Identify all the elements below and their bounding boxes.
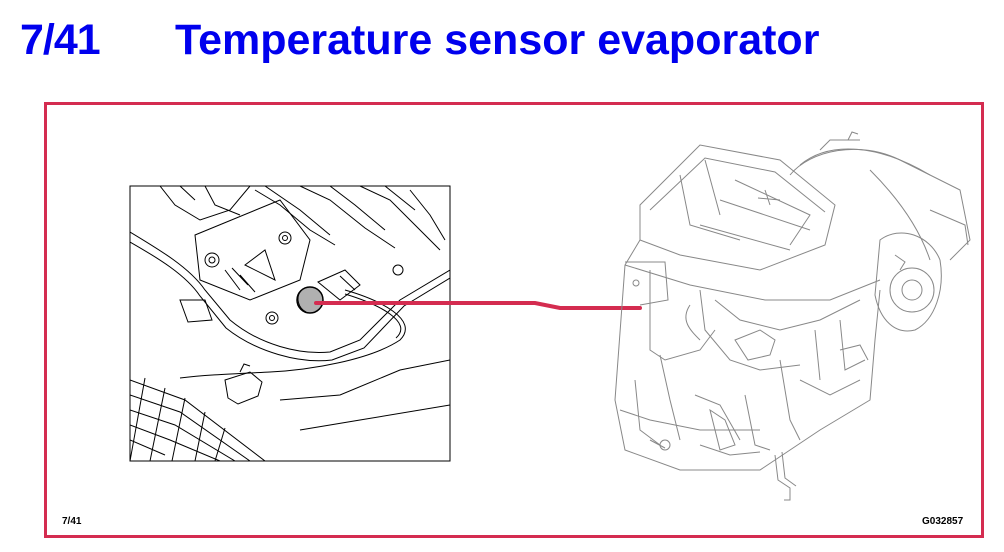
footer-page-ref: 7/41 [62,516,82,527]
callout-line [314,301,642,310]
sensor-closeup-icon [129,185,451,462]
detail-inset-border [129,185,451,462]
page-header: 7/41 Temperature sensor evaporator [0,0,1004,80]
page-title: Temperature sensor evaporator [175,16,820,64]
temperature-sensor-marker [296,286,324,314]
footer-figure-code: G032857 [922,516,964,527]
detail-inset-lines [130,186,450,461]
page-number: 7/41 [20,16,101,64]
hvac-unit-icon [614,131,971,501]
